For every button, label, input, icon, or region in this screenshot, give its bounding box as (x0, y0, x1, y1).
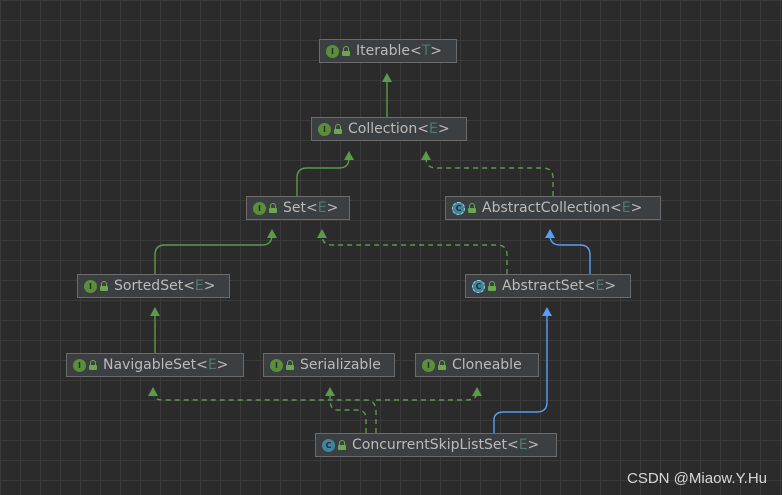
edge-abstractset-abstractcollection (545, 229, 591, 274)
type-param: E (194, 278, 204, 294)
interface-icon: I (318, 122, 331, 136)
lock-icon (488, 281, 496, 291)
lock-icon (334, 124, 342, 134)
node-iterable[interactable]: I Iterable<T> (319, 39, 457, 63)
lock-icon (438, 360, 446, 370)
node-label: SortedSet (114, 278, 184, 294)
lock-icon (286, 360, 294, 370)
node-cloneable[interactable]: I Cloneable (415, 353, 539, 377)
node-set[interactable]: I Set<E> (246, 196, 350, 220)
node-label: AbstractSet (502, 278, 584, 294)
node-label: Cloneable (452, 357, 522, 373)
edge-cslset-navigableset (148, 387, 377, 433)
node-sortedset[interactable]: I SortedSet<E> (77, 274, 230, 298)
node-abstractset[interactable]: C AbstractSet<E> (465, 274, 631, 298)
edge-sortedset-set (154, 229, 277, 274)
watermark: CSDN @Miaow.Y.Hu (627, 470, 767, 487)
lock-icon (342, 46, 350, 56)
type-param: E (317, 200, 327, 216)
edge-set-collection (296, 151, 354, 196)
lock-icon (338, 440, 346, 450)
node-label: NavigableSet (103, 357, 197, 373)
interface-icon: I (84, 279, 97, 293)
abstract-class-icon: C (472, 279, 485, 293)
interface-icon: I (253, 201, 266, 215)
node-label: Set (283, 200, 306, 216)
node-label: Collection (348, 121, 418, 137)
lock-icon (100, 281, 108, 291)
type-param: T (421, 43, 431, 59)
node-label: Serializable (300, 357, 381, 373)
edge-cslset-serializable (325, 387, 367, 433)
node-concurrentskiplistset[interactable]: C ConcurrentSkipListSet<E> (315, 433, 557, 457)
node-abstractcollection[interactable]: C AbstractCollection<E> (445, 196, 661, 220)
interface-icon: I (73, 358, 86, 372)
type-param: E (621, 200, 631, 216)
edge-cslset-cloneable (376, 387, 482, 401)
interface-icon: I (422, 358, 435, 372)
edge-abstractcollection-collection (421, 151, 554, 196)
type-param: E (428, 121, 438, 137)
abstract-class-icon: C (452, 201, 465, 215)
interface-icon: I (270, 358, 283, 372)
interface-icon: I (326, 44, 339, 58)
type-param: E (518, 437, 528, 453)
edge-cslset-abstractset (493, 307, 552, 433)
lock-icon (269, 203, 277, 213)
lock-icon (468, 203, 476, 213)
type-param: E (595, 278, 605, 294)
class-icon: C (322, 438, 335, 452)
node-collection[interactable]: I Collection<E> (311, 117, 467, 141)
edge-abstractset-set (317, 229, 508, 274)
node-label: Iterable (356, 43, 410, 59)
node-serializable[interactable]: I Serializable (263, 353, 395, 377)
node-navigableset[interactable]: I NavigableSet<E> (66, 353, 244, 377)
lock-icon (89, 360, 97, 370)
node-label: ConcurrentSkipListSet (352, 437, 507, 453)
node-label: AbstractCollection (482, 200, 611, 216)
type-param: E (207, 357, 217, 373)
